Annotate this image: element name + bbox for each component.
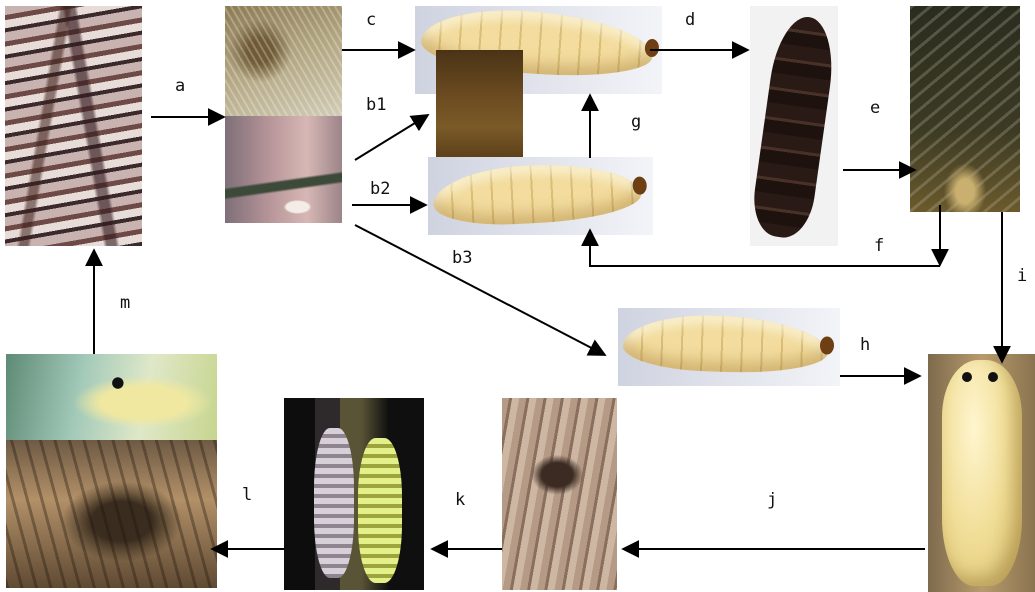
- label-b3: b3: [452, 250, 472, 267]
- label-m: m: [120, 295, 130, 312]
- label-i: i: [1017, 268, 1027, 285]
- label-j: j: [767, 492, 777, 509]
- label-c: c: [366, 12, 376, 29]
- label-g: g: [631, 114, 641, 131]
- label-f: f: [874, 238, 884, 255]
- label-d: d: [685, 12, 695, 29]
- arrow-b3: [355, 225, 605, 355]
- label-a: a: [175, 78, 185, 95]
- label-h: h: [860, 337, 870, 354]
- label-e: e: [870, 100, 880, 117]
- arrow-b1: [355, 115, 428, 160]
- arrow-f: [590, 230, 940, 266]
- label-k: k: [455, 492, 465, 509]
- label-l: l: [242, 487, 252, 504]
- label-b2: b2: [370, 181, 390, 198]
- label-b1: b1: [366, 97, 386, 114]
